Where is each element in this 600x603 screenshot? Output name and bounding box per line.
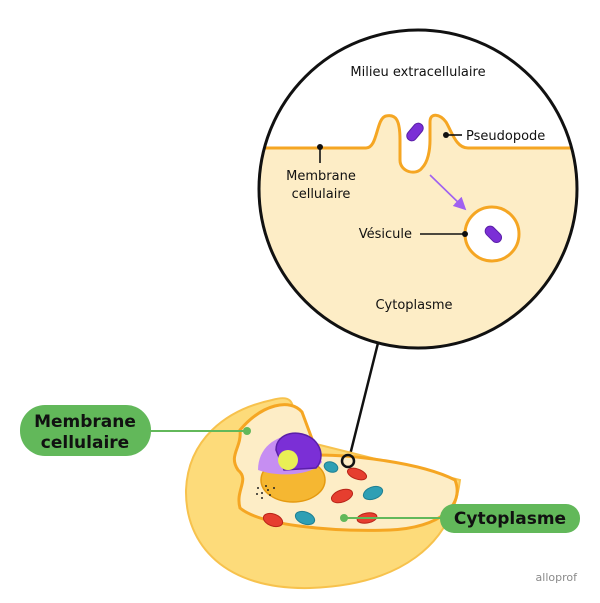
brand-logo: alloprof [536, 571, 579, 584]
cytoplasm-label: Cytoplasme [375, 298, 452, 313]
membrane-leader [317, 144, 323, 163]
zoom-circle: Milieu extracellulaire Pseudopode Membra… [257, 28, 579, 350]
cytoplasm-callout-label: Cytoplasme [454, 509, 566, 529]
vesicle-label: Vésicule [359, 227, 412, 242]
vesicle [463, 205, 521, 263]
cytoplasm-region [259, 115, 577, 348]
nucleus [256, 432, 326, 503]
membrane-label-line2: cellulaire [292, 187, 351, 202]
pseudopod-label: Pseudopode [466, 129, 545, 144]
zoom-target-marker [340, 453, 356, 469]
membrane-callout-line1: Membrane [34, 412, 136, 432]
cytoplasm-callout: Cytoplasme [340, 504, 580, 533]
particle-icon [406, 122, 424, 142]
pseudopod-leader [443, 132, 462, 138]
vesicle-leader [420, 231, 468, 237]
membrane-callout-line2: cellulaire [41, 433, 129, 453]
extracellular-label: Milieu extracellulaire [350, 65, 485, 80]
zoom-connector [348, 342, 380, 456]
membrane-callout: Membrane cellulaire [20, 405, 251, 456]
cell-membrane-line [259, 113, 577, 174]
cell-illustration [184, 397, 462, 590]
movement-arrow [429, 174, 467, 211]
membrane-label-line1: Membrane [286, 169, 356, 184]
organelles [294, 461, 384, 526]
